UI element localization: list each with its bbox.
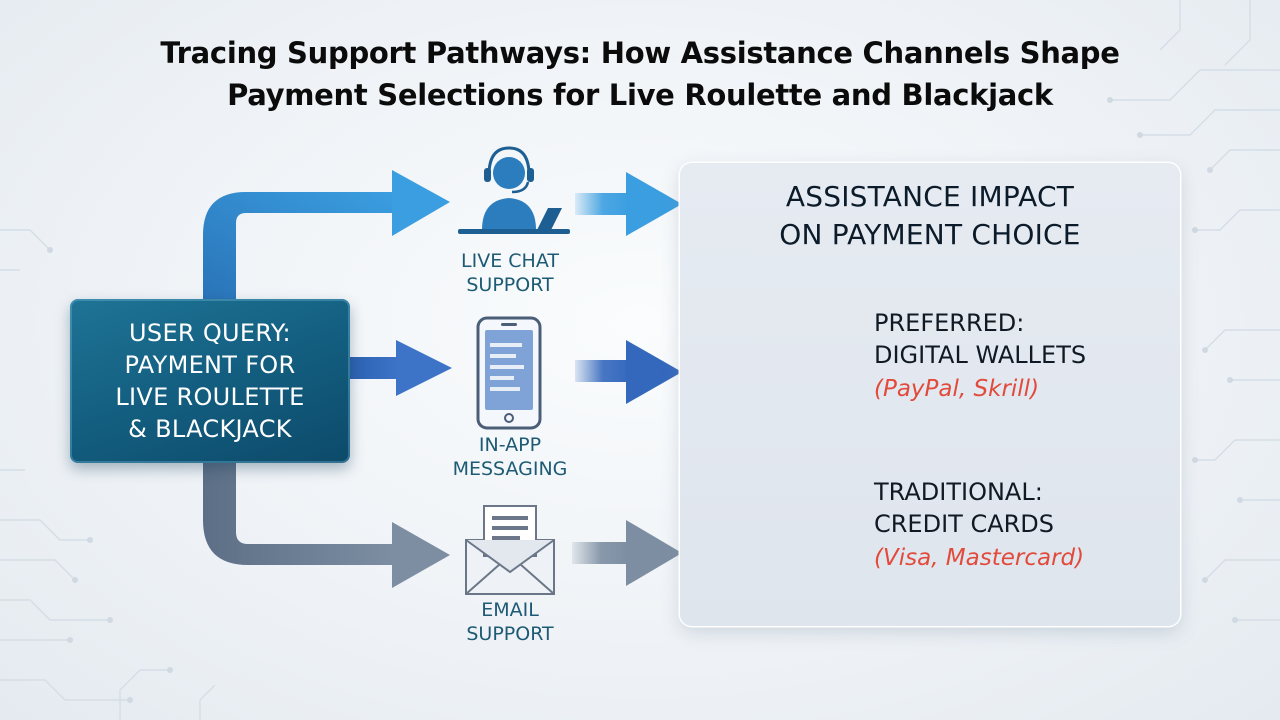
live-chat-support-label: LIVE CHAT SUPPORT bbox=[410, 249, 610, 297]
headset-agent-icon bbox=[458, 146, 570, 234]
diagram-title-line-1: Tracing Support Pathways: How Assistance… bbox=[160, 36, 1120, 70]
preferred-examples: (PayPal, Skrill) bbox=[874, 376, 1040, 402]
smartphone-icon bbox=[476, 316, 542, 430]
in-app-label-line-2: MESSAGING bbox=[452, 458, 568, 480]
preferred-method: DIGITAL WALLETS bbox=[874, 341, 1087, 369]
envelope-icon bbox=[465, 505, 555, 595]
email-label-line-2: SUPPORT bbox=[466, 623, 554, 645]
arrow-in-app-to-panel bbox=[575, 340, 682, 404]
arrow-live-chat-to-panel bbox=[575, 172, 682, 236]
query-line-4: & BLACKJACK bbox=[128, 415, 292, 443]
email-support-label: EMAIL SUPPORT bbox=[410, 598, 610, 646]
traditional-method: CREDIT CARDS bbox=[874, 510, 1055, 538]
traditional-examples: (Visa, Mastercard) bbox=[874, 545, 1085, 571]
preferred-heading: PREFERRED: bbox=[874, 309, 1025, 337]
live-chat-label-line-2: SUPPORT bbox=[466, 274, 554, 296]
query-line-1: USER QUERY: bbox=[129, 319, 291, 347]
assistance-impact-panel: ASSISTANCE IMPACT ON PAYMENT CHOICE PREF… bbox=[680, 163, 1180, 626]
arrow-to-email bbox=[203, 463, 450, 588]
query-line-2: PAYMENT FOR bbox=[124, 351, 296, 379]
arrow-email-to-panel bbox=[572, 520, 682, 586]
arrow-to-live-chat bbox=[203, 170, 450, 300]
live-chat-label-line-1: LIVE CHAT bbox=[461, 250, 559, 272]
traditional-heading: TRADITIONAL: bbox=[874, 478, 1043, 506]
diagram-title-line-2: Payment Selections for Live Roulette and… bbox=[227, 78, 1053, 112]
in-app-label-line-1: IN-APP bbox=[478, 434, 542, 456]
panel-title-line-1: ASSISTANCE IMPACT bbox=[785, 180, 1075, 213]
panel-title-line-2: ON PAYMENT CHOICE bbox=[779, 218, 1081, 251]
query-line-3: LIVE ROULETTE bbox=[115, 383, 305, 411]
email-label-line-1: EMAIL bbox=[481, 599, 539, 621]
arrow-to-in-app bbox=[350, 340, 452, 396]
in-app-messaging-label: IN-APP MESSAGING bbox=[410, 433, 610, 481]
user-query-box: USER QUERY: PAYMENT FOR LIVE ROULETTE & … bbox=[70, 299, 350, 463]
